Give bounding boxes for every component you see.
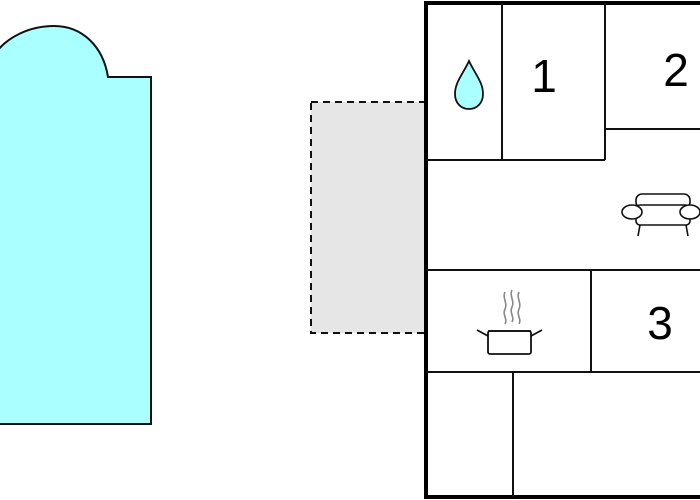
steam-lines (503, 289, 521, 325)
swimming-pool (0, 24, 152, 425)
cooking-pot-icon (476, 289, 543, 355)
room-2-number: 2 (663, 44, 689, 96)
sofa-icon (621, 193, 700, 237)
room-3-number: 3 (647, 297, 673, 349)
room-1-number: 1 (531, 50, 557, 102)
interior-walls (426, 3, 700, 497)
terrace-area (310, 101, 427, 334)
water-drop-icon (454, 58, 484, 110)
